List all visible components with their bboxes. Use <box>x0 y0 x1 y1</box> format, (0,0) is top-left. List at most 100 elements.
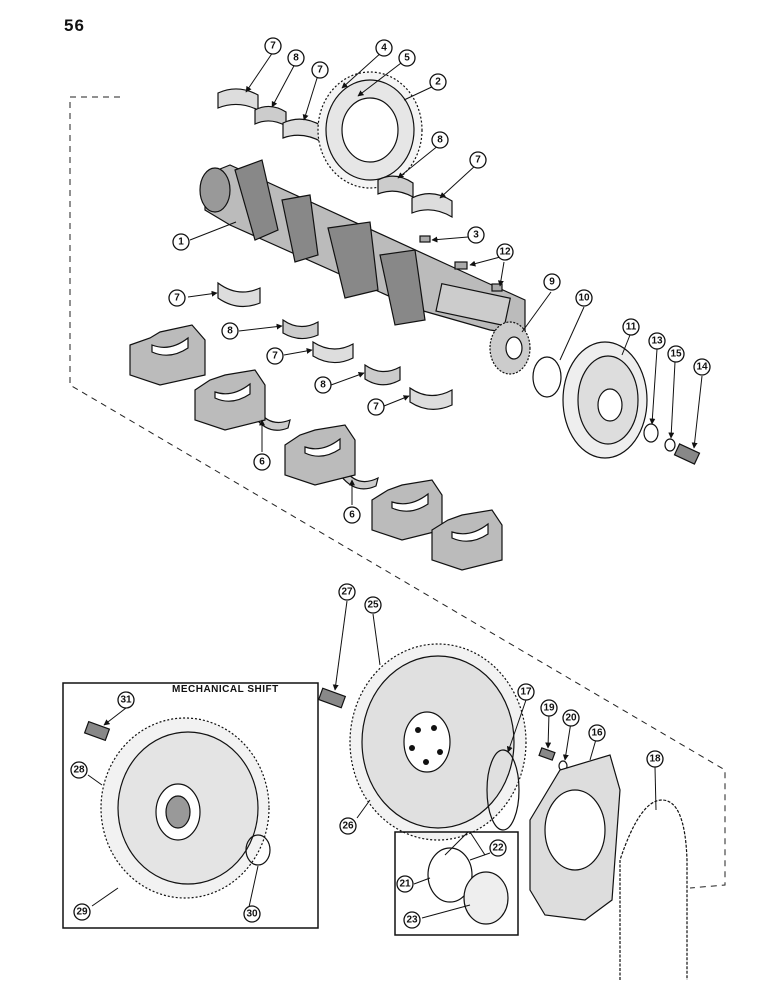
inset-title: MECHANICAL SHIFT <box>172 684 279 695</box>
callout-label: 5 <box>404 53 410 64</box>
callout-label: 8 <box>293 53 299 64</box>
callout-12: 12 <box>496 243 514 261</box>
callout-27: 27 <box>338 583 356 601</box>
callout-label: 12 <box>499 247 511 258</box>
callout-22: 22 <box>489 839 507 857</box>
callout-label: 30 <box>246 909 258 920</box>
seal-22 <box>427 847 473 903</box>
callout-label: 4 <box>381 43 387 54</box>
crankshaft-gear <box>317 71 423 189</box>
callout-7: 7 <box>311 61 329 79</box>
callout-label: 22 <box>492 843 504 854</box>
callout-label: 23 <box>406 915 418 926</box>
mechanical-shift-inset <box>62 682 319 929</box>
callout-label: 6 <box>349 510 355 521</box>
flywheel <box>349 643 527 841</box>
callout-17: 17 <box>517 683 535 701</box>
page-number: 56 <box>64 16 85 35</box>
callout-label: 27 <box>341 587 353 598</box>
callout-7: 7 <box>168 289 186 307</box>
callout-label: 25 <box>367 600 379 611</box>
pulley-bolt <box>673 443 701 465</box>
callout-label: 7 <box>317 65 323 76</box>
callout-29: 29 <box>73 903 91 921</box>
callout-label: 21 <box>399 879 411 890</box>
callout-label: 7 <box>475 155 481 166</box>
callout-label: 17 <box>520 687 532 698</box>
sleeve-23 <box>463 871 509 925</box>
bearing-shell-top-2 <box>254 105 287 128</box>
mech-shift-flywheel <box>100 717 270 899</box>
callout-8: 8 <box>314 376 332 394</box>
callout-label: 28 <box>73 765 85 776</box>
bearing-shell-lower-4 <box>364 363 401 386</box>
assembly-outline <box>69 96 726 889</box>
callout-5: 5 <box>398 49 416 67</box>
key-12b <box>491 283 503 292</box>
rear-seal-housing <box>529 754 621 921</box>
main-bearing-cap-5 <box>431 509 503 571</box>
callout-11: 11 <box>622 318 640 336</box>
callout-9: 9 <box>543 273 561 291</box>
key-3 <box>419 235 431 243</box>
callout-31: 31 <box>117 691 135 709</box>
mech-shift-bolt <box>83 720 111 742</box>
crank-timing-gear <box>489 321 531 375</box>
callout-25: 25 <box>364 596 382 614</box>
callout-3: 3 <box>467 226 485 244</box>
bearing-shell-lower-2 <box>282 318 319 340</box>
callout-label: 9 <box>549 277 555 288</box>
callout-2: 2 <box>429 73 447 91</box>
callout-18: 18 <box>646 750 664 768</box>
callout-6: 6 <box>253 453 271 471</box>
callout-8: 8 <box>221 322 239 340</box>
callout-label: 7 <box>272 351 278 362</box>
callout-label: 26 <box>342 821 354 832</box>
callout-label: 8 <box>437 135 443 146</box>
callout-28: 28 <box>70 761 88 779</box>
washer-13 <box>643 423 659 443</box>
callout-15: 15 <box>667 345 685 363</box>
bearing-shell-lower-5 <box>409 386 453 410</box>
lockwasher-15 <box>664 438 676 452</box>
callout-26: 26 <box>339 817 357 835</box>
callout-label: 29 <box>76 907 88 918</box>
callout-label: 31 <box>120 695 132 706</box>
callout-7: 7 <box>266 347 284 365</box>
main-bearing-cap-3 <box>284 424 356 486</box>
callout-19: 19 <box>540 699 558 717</box>
callout-label: 7 <box>373 402 379 413</box>
front-seal <box>532 356 562 398</box>
callout-23: 23 <box>403 911 421 929</box>
callout-14: 14 <box>693 358 711 376</box>
callout-label: 8 <box>320 380 326 391</box>
bearing-shell-5 <box>411 193 453 219</box>
callout-label: 16 <box>591 728 603 739</box>
callout-layer: 7874528713129101113151478787662725312829… <box>70 37 711 929</box>
callout-label: 13 <box>651 336 663 347</box>
crankshaft <box>199 159 526 336</box>
callout-10: 10 <box>575 289 593 307</box>
crankshaft-pulley <box>562 341 648 459</box>
callout-30: 30 <box>243 905 261 923</box>
callout-21: 21 <box>396 875 414 893</box>
callout-label: 6 <box>259 457 265 468</box>
callout-7: 7 <box>264 37 282 55</box>
callout-label: 18 <box>649 754 661 765</box>
callout-16: 16 <box>588 724 606 742</box>
callout-8: 8 <box>431 131 449 149</box>
callout-label: 3 <box>473 230 479 241</box>
o-ring <box>245 834 271 866</box>
key-12a <box>454 261 468 270</box>
rear-gasket <box>619 799 688 980</box>
bearing-shell-top-3 <box>282 118 323 144</box>
main-bearing-cap-4 <box>371 479 443 541</box>
callout-8: 8 <box>287 49 305 67</box>
bearing-shell-lower-3 <box>312 340 354 364</box>
callout-label: 2 <box>435 77 441 88</box>
seal-kit-inset <box>394 831 519 936</box>
callout-label: 7 <box>270 41 276 52</box>
callout-label: 11 <box>626 322 637 333</box>
leader-lines <box>87 51 703 919</box>
callout-label: 15 <box>670 349 682 360</box>
